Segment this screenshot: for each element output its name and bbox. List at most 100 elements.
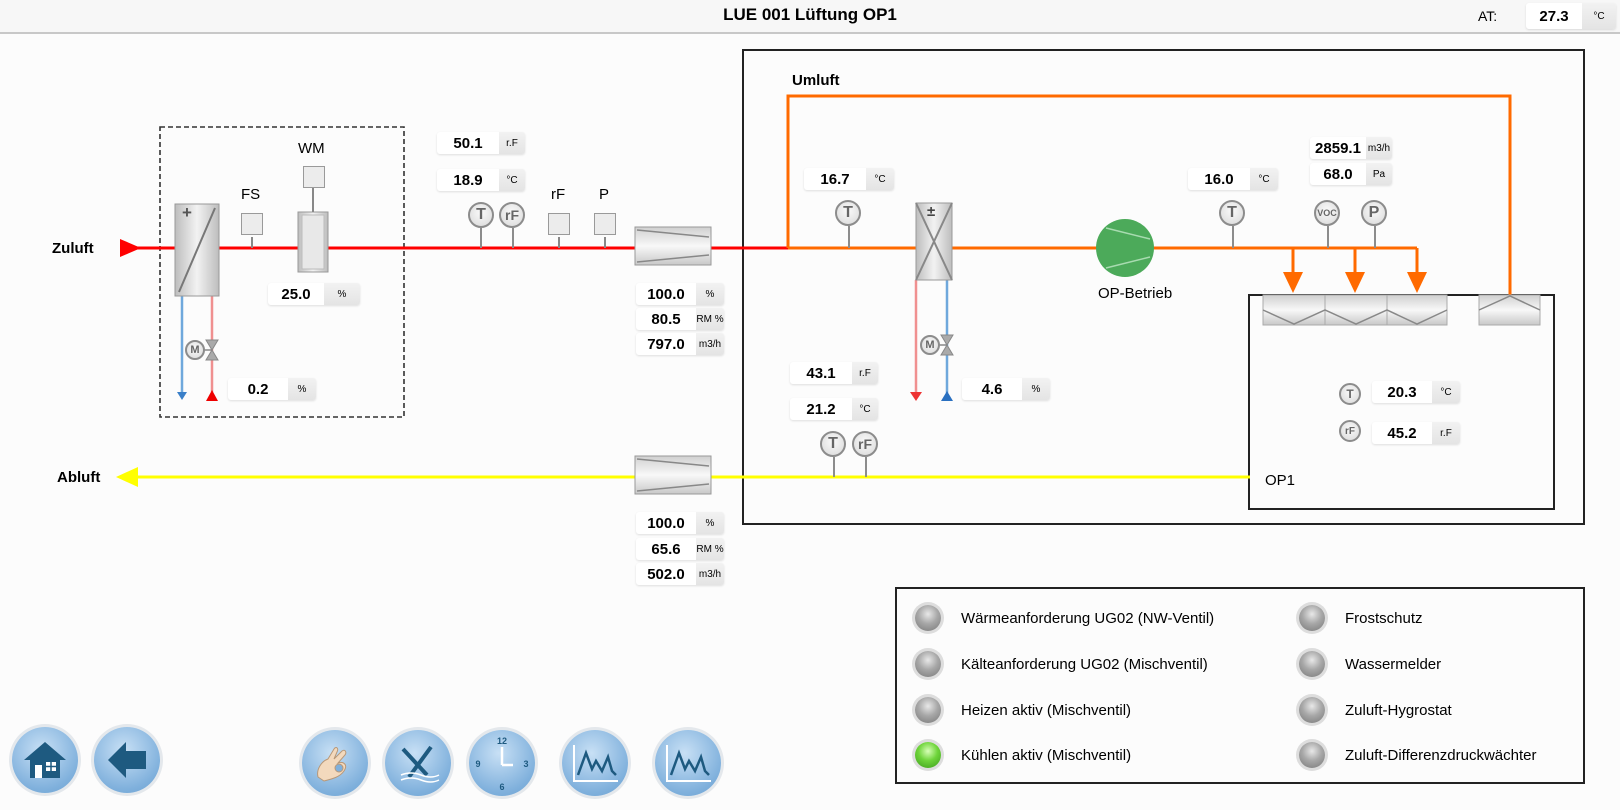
trend-chart-icon xyxy=(573,745,618,782)
exhaust-fan-speed-display: 100.0 % xyxy=(636,512,724,534)
rf-label: rF xyxy=(551,186,566,203)
supply-humidity-sensor-icon: rF xyxy=(499,202,525,228)
filter xyxy=(297,211,329,273)
heater-valve-motor-icon: M xyxy=(185,340,205,360)
maintenance-button[interactable] xyxy=(385,730,451,796)
fs-label: FS xyxy=(241,186,261,203)
recirc-pressure-display: 68.0 Pa xyxy=(1310,163,1392,185)
status-label: Kälteanforderung UG02 (Mischventil) xyxy=(961,655,1208,673)
exhaust-arrow-icon xyxy=(116,467,138,487)
supply-fan-speed-unit: % xyxy=(705,288,715,300)
trend-button-1[interactable] xyxy=(562,730,628,796)
status-label: Wassermelder xyxy=(1345,655,1442,673)
mixed-temp-sensor-icon: T xyxy=(835,200,861,226)
supply-temp-value: 18.9 xyxy=(437,169,499,191)
exhaust-fan-flow-value: 502.0 xyxy=(636,563,696,585)
acknowledge-button[interactable] xyxy=(302,730,368,796)
cooler-valve-unit: % xyxy=(1031,383,1041,395)
supply-rh-display: 50.1 r.F xyxy=(437,132,525,154)
clock-icon: 12 3 6 9 xyxy=(475,736,528,792)
status-led-icon xyxy=(1299,605,1325,631)
fan-temp-sensor-icon: T xyxy=(1219,200,1245,226)
pressure-switch xyxy=(594,213,616,235)
page-title: LUE 001 Lüftung OP1 xyxy=(723,5,897,24)
extract-temp-display: 21.2 °C xyxy=(790,398,878,420)
diffuser-arrow-icon xyxy=(1407,272,1427,293)
pressure-sensor-icon: P xyxy=(1361,200,1387,226)
back-button[interactable] xyxy=(94,727,160,793)
cooler-valve-motor-icon: M xyxy=(920,335,940,355)
outdoor-temp-unit: °C xyxy=(1593,10,1605,22)
frost-sensor xyxy=(241,213,263,235)
supply-rh-value: 50.1 xyxy=(437,132,499,154)
exhaust-fan-speed-unit: % xyxy=(705,517,715,529)
heater-valve-display: 0.2 % xyxy=(228,378,316,400)
mixed-temp-unit: °C xyxy=(874,173,886,185)
op1-label: OP1 xyxy=(1265,472,1296,489)
recirc-pressure-value: 68.0 xyxy=(1310,163,1366,185)
return-grille xyxy=(1478,294,1541,326)
status-item: Kälteanforderung UG02 (Mischventil) xyxy=(915,651,1208,677)
exhaust-fan-unit xyxy=(634,455,712,495)
recirc-flow-unit: m3/h xyxy=(1367,142,1391,154)
status-label: Wärmeanforderung UG02 (NW-Ventil) xyxy=(961,609,1215,627)
extract-rh-display: 43.1 r.F xyxy=(790,362,878,384)
status-item: Kühlen aktiv (Mischventil) xyxy=(915,742,1131,768)
supply-fan-unit xyxy=(634,226,712,266)
home-button[interactable] xyxy=(12,727,78,793)
status-label: Zuluft-Differenzdruckwächter xyxy=(1345,746,1537,764)
fan-temp-display: 16.0 °C xyxy=(1188,168,1278,190)
schedule-button[interactable]: 12 3 6 9 xyxy=(469,730,535,796)
wm-unit: % xyxy=(337,288,347,300)
recirculation-zone-frame xyxy=(742,49,1585,525)
status-label: Kühlen aktiv (Mischventil) xyxy=(961,746,1132,764)
supply-fan-flow-unit: m3/h xyxy=(698,338,722,350)
supply-rh-unit: r.F xyxy=(506,137,518,149)
supply-fan-rm-value: 80.5 xyxy=(636,308,696,330)
recirculation-fan xyxy=(1096,219,1154,277)
water-sensor xyxy=(303,166,325,188)
supply-diffusers xyxy=(1262,294,1448,326)
room-temp-unit: °C xyxy=(1440,386,1452,398)
tools-icon xyxy=(400,745,440,783)
extract-temp-value: 21.2 xyxy=(790,398,852,420)
op-betrieb-label: OP-Betrieb xyxy=(1098,285,1173,302)
humidity-switch xyxy=(548,213,570,235)
diffuser-arrow-icon xyxy=(1345,272,1365,293)
exhaust-fan-flow-unit: m3/h xyxy=(698,568,722,580)
exhaust-fan-flow-display: 502.0 m3/h xyxy=(636,563,724,585)
supply-fan-speed-display: 100.0 % xyxy=(636,283,724,305)
ok-hand-icon xyxy=(317,747,347,782)
cooler-valve-value: 4.6 xyxy=(962,378,1022,400)
room-temp-value: 20.3 xyxy=(1372,381,1432,403)
extract-temp-sensor-icon: T xyxy=(820,431,846,457)
trend-chart-icon xyxy=(666,745,711,782)
outdoor-temp-value: 27.3 xyxy=(1526,3,1582,29)
clock-number: 9 xyxy=(475,759,480,769)
mixed-temp-display: 16.7 °C xyxy=(804,168,894,190)
heating-coil xyxy=(174,203,220,297)
room-humidity-sensor-icon: rF xyxy=(1339,420,1361,442)
trend-button-2[interactable] xyxy=(655,730,721,796)
heater-valve-unit: % xyxy=(297,383,307,395)
wm-value-display: 25.0 % xyxy=(268,283,360,305)
recirc-flow-display: 2859.1 m3/h xyxy=(1310,137,1392,159)
status-label: Frostschutz xyxy=(1345,609,1423,627)
fan-temp-unit: °C xyxy=(1258,173,1270,185)
clock-number: 3 xyxy=(523,759,528,769)
zuluft-label: Zuluft xyxy=(52,240,94,257)
extract-humidity-sensor-icon: rF xyxy=(852,431,878,457)
back-arrow-icon xyxy=(108,742,146,778)
extract-temp-unit: °C xyxy=(859,403,871,415)
supply-temp-sensor-icon: T xyxy=(468,202,494,228)
cooler-plusminus-sign: ± xyxy=(927,203,936,220)
room-rh-value: 45.2 xyxy=(1372,422,1432,444)
header-bar: LUE 001 Lüftung OP1 AT: 27.3 °C xyxy=(0,0,1620,34)
supply-temp-display: 18.9 °C xyxy=(437,169,525,191)
wm-value: 25.0 xyxy=(268,283,324,305)
recirc-return-line xyxy=(786,94,1512,296)
status-item: Zuluft-Hygrostat xyxy=(1299,697,1452,723)
status-item: Wassermelder xyxy=(1299,651,1441,677)
exhaust-fan-rm-unit: RM % xyxy=(696,543,724,555)
extract-rh-value: 43.1 xyxy=(790,362,852,384)
